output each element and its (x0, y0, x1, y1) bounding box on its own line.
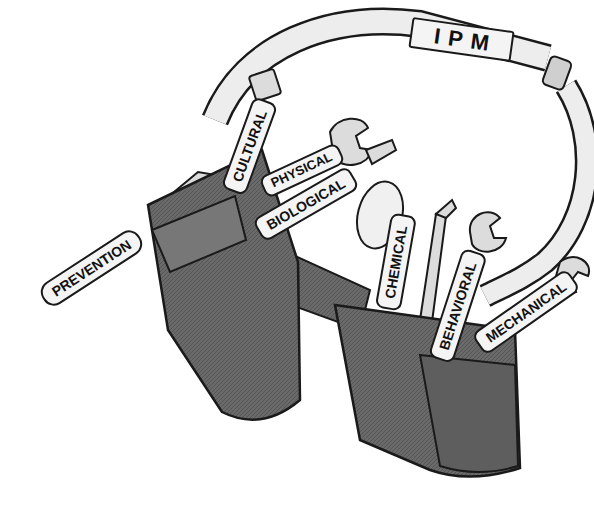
tool-label: PREVENTION (49, 236, 134, 299)
hammer-loop (152, 196, 246, 272)
pocket-front (420, 355, 518, 472)
tool-handle: PREVENTION (37, 226, 148, 311)
tool-label: IPM (433, 24, 499, 58)
strap-band: IPM (409, 17, 515, 62)
